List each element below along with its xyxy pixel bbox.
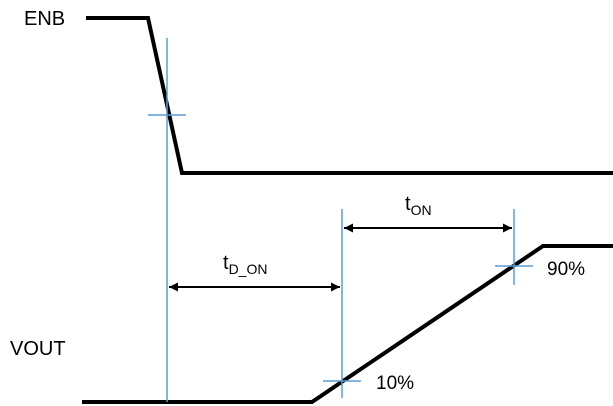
t-d-on-label: tD_ON [223, 252, 267, 277]
vout-label: VOUT [10, 338, 66, 360]
enb-waveform [86, 16, 613, 175]
t-d-on-subscript: D_ON [229, 261, 268, 277]
t-on-subscript: ON [411, 202, 432, 218]
pct-90-label: 90% [547, 259, 585, 280]
pct-10-label: 10% [376, 373, 414, 394]
enb-label: ENB [24, 8, 65, 30]
t-d-on-base: t [223, 252, 229, 274]
vout-waveform [82, 244, 613, 404]
t-on-label: tON [405, 193, 432, 218]
t-on-base: t [405, 193, 411, 215]
